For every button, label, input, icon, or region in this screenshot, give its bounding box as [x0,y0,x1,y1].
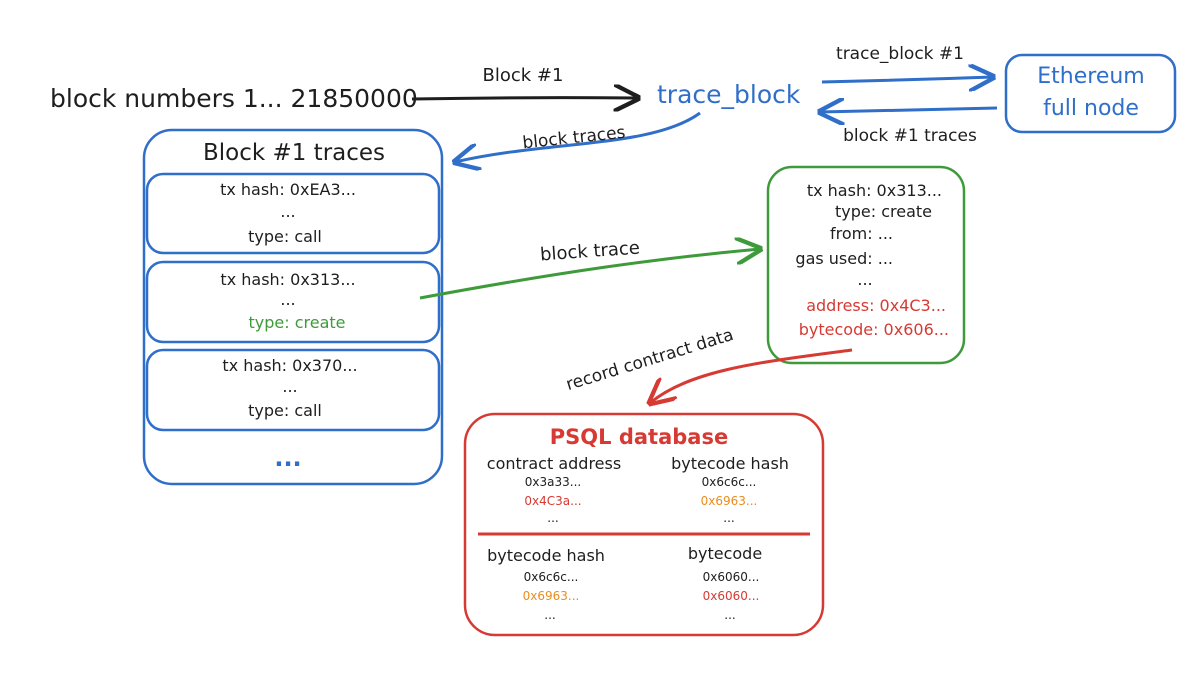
db-cell: 0x6c6c... [523,570,579,584]
trace-dots: ... [282,377,298,396]
block-trace-arrow [419,249,760,300]
node-label-line1: Ethereum [1037,64,1145,89]
block-arrow-label: Block #1 [482,65,564,86]
block-traces-arrow [455,111,701,162]
db-cell: 0x6963... [700,494,758,508]
detail-address: address: 0x4C3... [806,296,946,315]
trace-item-outline [145,260,441,344]
detail-dots: ... [857,270,873,289]
trace-item-outline [145,348,441,432]
detail-type: type: create [834,202,932,221]
db-box-outline [463,412,825,637]
trace-dots: ... [280,290,296,309]
db-table2-col2-header: bytecode [687,544,763,563]
node-label-line2: full node [1043,96,1139,121]
db-cell: ... [723,511,735,525]
detail-gas: gas used: ... [795,249,893,268]
request-arrow [821,77,993,82]
response-label: block #1 traces [843,126,977,146]
db-table1-col2-header: bytecode hash [671,454,789,473]
trace-type-create: type: create [248,313,346,332]
db-title: PSQL database [549,425,729,449]
request-label: trace_block #1 [836,44,964,64]
db-cell: ... [547,511,559,525]
trace-dots: ... [280,202,296,221]
trace-type: type: call [248,227,322,246]
trace-hash: tx hash: 0x313... [220,270,356,289]
detail-box-outline [766,165,966,365]
detail-from: from: ... [830,224,893,243]
db-cell: ... [724,608,736,622]
db-cell: 0x3a33... [524,475,582,489]
response-arrow [820,108,998,112]
trace-item-outline [145,172,441,255]
db-cell: 0x6060... [702,589,760,603]
detail-hash: tx hash: 0x313... [806,181,942,200]
db-cell: 0x6060... [702,570,760,584]
db-cell: 0x6963... [522,589,580,603]
traces-box-title: Block #1 traces [202,140,386,166]
db-table1-col1-header: contract address [486,454,622,473]
trace-type: type: call [248,401,322,420]
trace-hash: tx hash: 0x370... [222,356,358,375]
traces-box-outline [142,128,444,486]
trace-block-label: trace_block [657,80,801,109]
input-label: block numbers 1... 21850000 [50,84,418,113]
block-arrow [411,98,638,99]
db-cell: 0x4C3a... [524,494,582,508]
node-box-outline [1004,53,1177,134]
detail-bytecode: bytecode: 0x606... [798,320,949,339]
traces-more: ... [274,444,302,472]
db-cell: ... [544,608,556,622]
db-table2-col1-header: bytecode hash [487,546,605,565]
record-arrow [650,348,853,403]
db-cell: 0x6c6c... [701,475,757,489]
trace-hash: tx hash: 0xEA3... [220,180,356,199]
